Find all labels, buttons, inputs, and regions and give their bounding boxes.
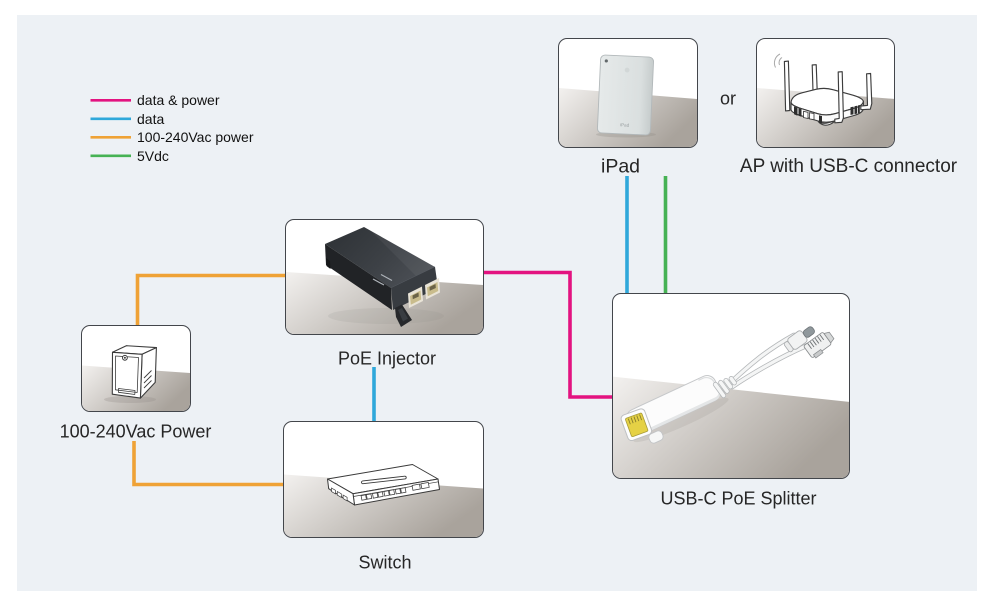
svg-text:iPad: iPad [620,122,630,127]
